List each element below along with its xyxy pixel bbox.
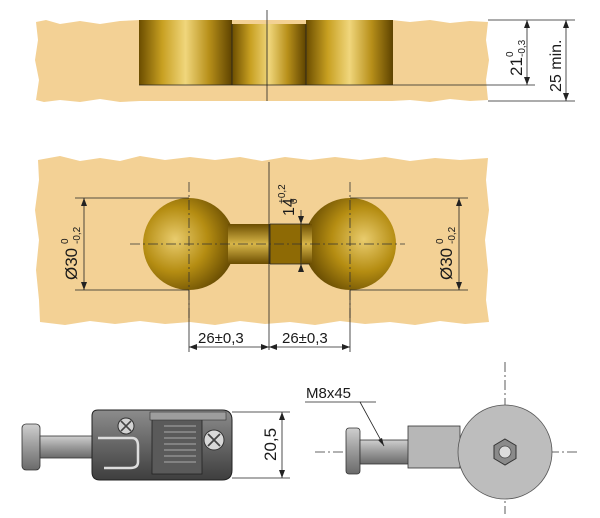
groove-width-value: 14: [281, 198, 298, 216]
spacing-left: 26±0,3: [198, 330, 244, 347]
center-housing-section: [232, 24, 306, 85]
groove-width-upper-tol: +0,2: [277, 184, 288, 204]
right-bore-lower-tol: -0,2: [447, 226, 458, 244]
groove-depth-lower-tol: -0,3: [517, 39, 528, 57]
right-bore-diameter: Ø30: [437, 248, 456, 280]
connector-bolt-head: [21, 423, 41, 471]
groove-width-lower-tol: 0: [289, 198, 300, 204]
connector-height-label: 20,5: [261, 428, 280, 461]
board-thickness-label: 25 min.: [548, 40, 565, 92]
bolt-head: [345, 427, 361, 475]
groove-depth-upper-tol: 0: [505, 51, 516, 57]
plan-view: Ø30 0 -0,2 Ø30 0 -0,2 14 +0,2 0 26±0,3 2…: [35, 156, 489, 352]
left-bore-diameter: Ø30: [62, 248, 81, 280]
bolt-size-label: M8x45: [306, 385, 351, 402]
spacing-right: 26±0,3: [282, 330, 328, 347]
left-cup-section: [139, 20, 232, 85]
right-cup-section: [306, 20, 393, 85]
left-bore-lower-tol: -0,2: [72, 226, 83, 244]
bolt-collar: [407, 425, 461, 469]
connector-side-view: 20,5: [21, 409, 290, 481]
left-bore-upper-tol: 0: [60, 238, 71, 244]
bolt-shaft: [359, 439, 411, 465]
bolt-cam-view: M8x45: [305, 362, 580, 514]
groove-depth-value: 21: [507, 57, 526, 76]
connector-bolt-shaft: [39, 435, 93, 459]
right-bore-upper-tol: 0: [435, 238, 446, 244]
section-view: 21 0 -0,3 25 min.: [35, 10, 575, 102]
